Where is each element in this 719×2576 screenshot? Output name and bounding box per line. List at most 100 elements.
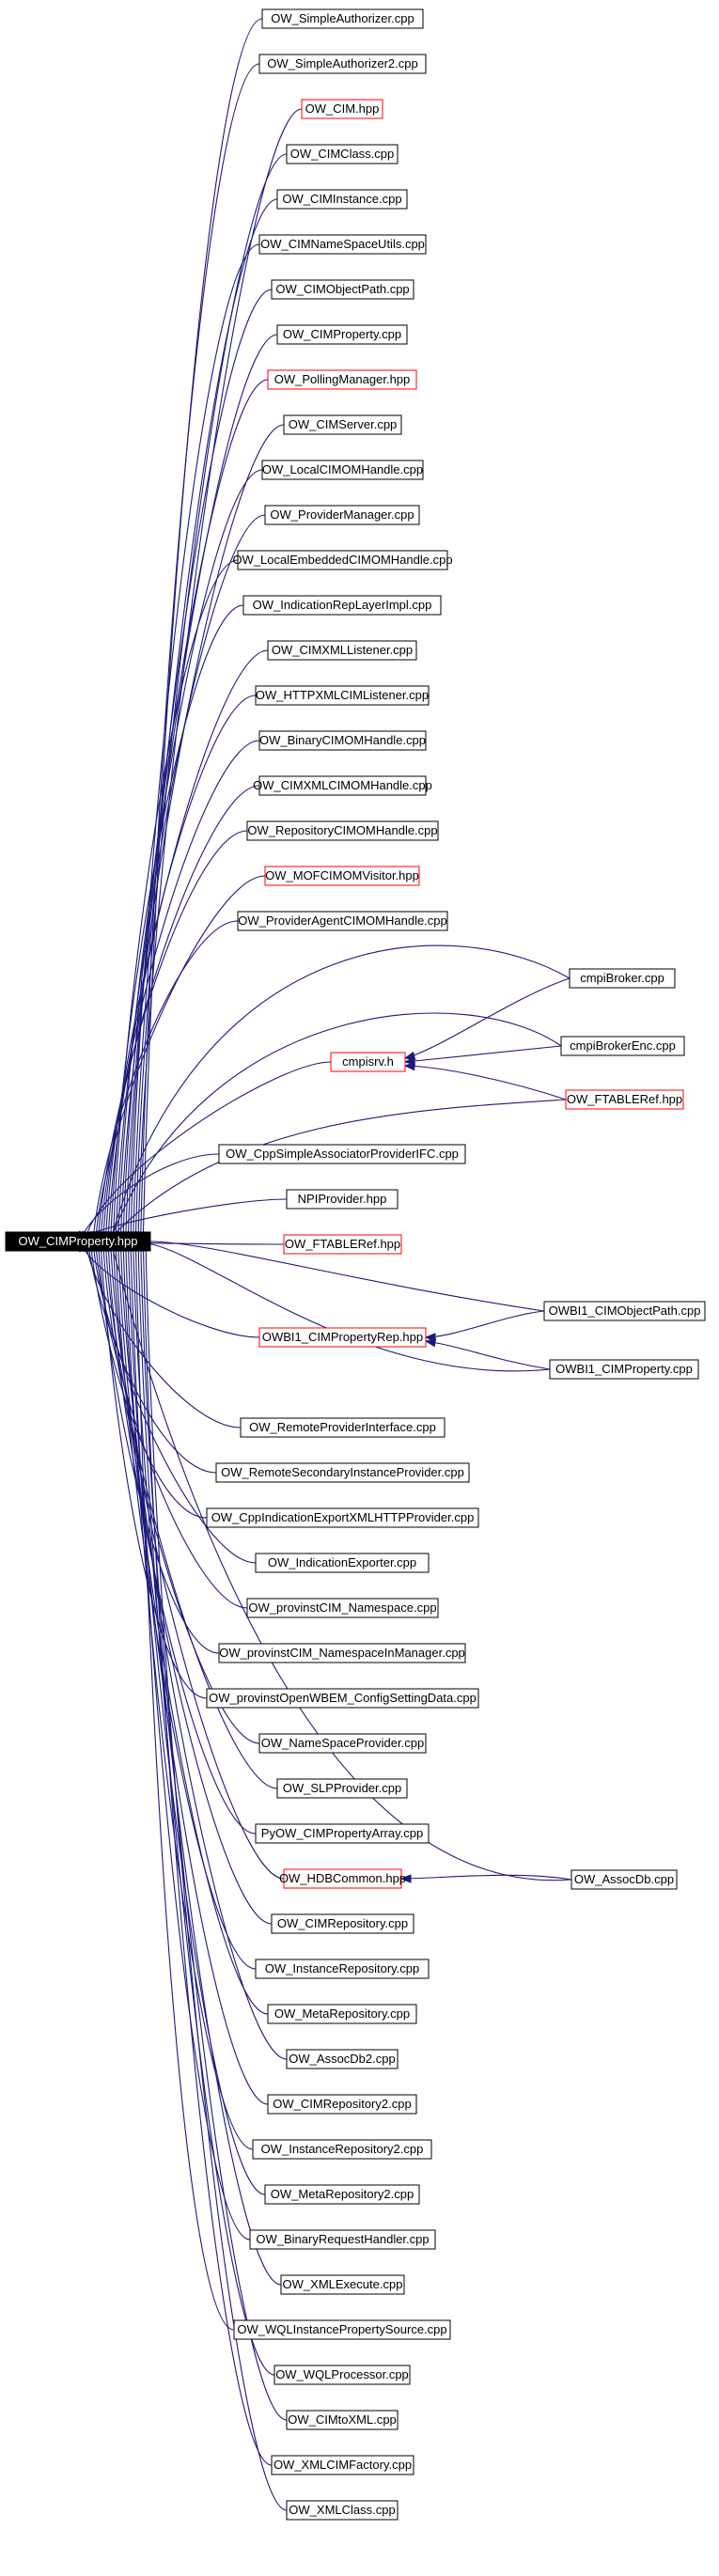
node-label: OW_ProviderManager.cpp xyxy=(270,507,414,522)
node-ow-localcimomhandle-cpp[interactable]: OW_LocalCIMOMHandle.cpp xyxy=(261,460,424,480)
edge-to-root xyxy=(137,1241,275,2376)
node-ow-remoteproviderinterface-cpp[interactable]: OW_RemoteProviderInterface.cpp xyxy=(240,1417,445,1438)
node-label: OWBI1_CIMObjectPath.cpp xyxy=(549,1304,701,1318)
node-label: OW_CIMXMLCIMOMHandle.cpp xyxy=(253,778,432,792)
node-label: OW_CIMObjectPath.cpp xyxy=(275,282,409,296)
node-ow-httpxmlcimlistener-cpp[interactable]: OW_HTTPXMLCIMListener.cpp xyxy=(255,685,430,706)
node-ow-simpleauthorizer-cpp[interactable]: OW_SimpleAuthorizer.cpp xyxy=(261,8,424,29)
edges-layer xyxy=(73,18,572,2511)
node-owbi1-cimobjectpath-cpp[interactable]: OWBI1_CIMObjectPath.cpp xyxy=(543,1301,706,1321)
node-ow-cimxmllistener-cpp[interactable]: OW_CIMXMLListener.cpp xyxy=(267,640,417,661)
node-label: OW_MetaRepository.cpp xyxy=(274,2006,410,2021)
edge-to-root xyxy=(100,785,260,1242)
node-label: OW_BinaryRequestHandler.cpp xyxy=(256,2232,429,2246)
node-label: OW_CIMNameSpaceUtils.cpp xyxy=(260,237,425,251)
node-pyow-cimpropertyarray-cpp[interactable]: PyOW_CIMPropertyArray.cpp xyxy=(255,1823,430,1844)
node-ow-cimnamespaceutils-cpp[interactable]: OW_CIMNameSpaceUtils.cpp xyxy=(258,234,427,255)
node-label: OW_PollingManager.hpp xyxy=(274,372,411,386)
node-box xyxy=(258,234,427,255)
node-ow-wqlinstancepropertysource-cpp[interactable]: OW_WQLInstancePropertySource.cpp xyxy=(233,2319,451,2340)
node-ow-pollingmanager-hpp[interactable]: OW_PollingManager.hpp xyxy=(267,369,417,390)
node-label: OW_ProviderAgentCIMOMHandle.cpp xyxy=(238,913,447,928)
edge-to-root xyxy=(112,1241,273,1925)
node-ow-localembeddedcimomhandle-cpp[interactable]: OW_LocalEmbeddedCIMOMHandle.cpp xyxy=(232,550,453,570)
node-box xyxy=(237,911,448,931)
node-box xyxy=(267,640,417,661)
node-ow-cppindicationexportxmlhttpprovider-cpp[interactable]: OW_CppIndicationExportXMLHTTPProvider.cp… xyxy=(206,1507,479,1528)
node-label: OW_InstanceRepository2.cpp xyxy=(261,2142,424,2156)
node-ow-binarycimomhandle-cpp[interactable]: OW_BinaryCIMOMHandle.cpp xyxy=(258,730,427,751)
node-box xyxy=(258,1327,427,1348)
node-owbi1-cimpropertyrep-hpp[interactable]: OWBI1_CIMPropertyRep.hpp xyxy=(258,1327,427,1348)
node-label: OW_CIMProperty.cpp xyxy=(283,327,401,341)
node-ow-provinstcim-namespaceinmanager-cpp[interactable]: OW_provinstCIM_NamespaceInManager.cpp xyxy=(218,1643,466,1663)
node-ow-assocdb2-cpp[interactable]: OW_AssocDb2.cpp xyxy=(286,2049,399,2069)
node-box xyxy=(255,685,430,706)
node-ow-cimxmlcimomhandle-cpp[interactable]: OW_CIMXMLCIMOMHandle.cpp xyxy=(253,775,432,796)
node-ow-ftableref-hpp[interactable]: OW_FTABLERef.hpp xyxy=(565,1089,684,1110)
node-ow-cimtoxml-cpp[interactable]: OW_CIMtoXML.cpp xyxy=(286,2410,399,2430)
edge-to-root xyxy=(115,1241,257,1970)
edge-to-root xyxy=(140,1241,288,2421)
node-npiprovider-hpp[interactable]: NPIProvider.hpp xyxy=(286,1189,399,1210)
node-ow-namespaceprovider-cpp[interactable]: OW_NameSpaceProvider.cpp xyxy=(258,1733,427,1754)
node-ow-cimrepository-cpp[interactable]: OW_CIMRepository.cpp xyxy=(271,1913,414,1934)
node-ow-ftableref-hpp[interactable]: OW_FTABLERef.hpp xyxy=(283,1234,402,1255)
node-ow-metarepository2-cpp[interactable]: OW_MetaRepository2.cpp xyxy=(264,2184,420,2205)
node-ow-cimserver-cpp[interactable]: OW_CIMServer.cpp xyxy=(283,414,402,435)
node-ow-xmlclass-cpp[interactable]: OW_XMLClass.cpp xyxy=(286,2500,399,2521)
node-ow-metarepository-cpp[interactable]: OW_MetaRepository.cpp xyxy=(267,2004,417,2024)
node-ow-xmlcimfactory-cpp[interactable]: OW_XMLCIMFactory.cpp xyxy=(271,2455,414,2475)
node-ow-instancerepository2-cpp[interactable]: OW_InstanceRepository2.cpp xyxy=(252,2139,432,2160)
node-ow-cimclass-cpp[interactable]: OW_CIMClass.cpp xyxy=(286,144,399,164)
node-ow-remotesecondaryinstanceprovider-cpp[interactable]: OW_RemoteSecondaryInstanceProvider.cpp xyxy=(215,1462,470,1483)
node-ow-instancerepository-cpp[interactable]: OW_InstanceRepository.cpp xyxy=(255,1959,430,1979)
node-box xyxy=(286,2500,399,2521)
node-ow-indicationexporter-cpp[interactable]: OW_IndicationExporter.cpp xyxy=(255,1553,430,1573)
node-ow-slpprovider-cpp[interactable]: OW_SLPProvider.cpp xyxy=(276,1778,408,1799)
node-ow-provideragentcimomhandle-cpp[interactable]: OW_ProviderAgentCIMOMHandle.cpp xyxy=(237,911,448,931)
node-ow-ciminstance-cpp[interactable]: OW_CIMInstance.cpp xyxy=(276,189,408,210)
node-ow-xmlexecute-cpp[interactable]: OW_XMLExecute.cpp xyxy=(280,2274,405,2295)
node-ow-mofcimomvisitor-hpp[interactable]: OW_MOFCIMOMVisitor.hpp xyxy=(264,866,420,886)
node-cmpisrv-h[interactable]: cmpisrv.h xyxy=(330,1052,406,1072)
node-ow-wqlprocessor-cpp[interactable]: OW_WQLProcessor.cpp xyxy=(274,2365,411,2385)
node-ow-binaryrequesthandler-cpp[interactable]: OW_BinaryRequestHandler.cpp xyxy=(249,2229,436,2250)
node-ow-indicationreplayerimpl-cpp[interactable]: OW_IndicationRepLayerImpl.cpp xyxy=(242,595,442,616)
node-ow-cimobjectpath-cpp[interactable]: OW_CIMObjectPath.cpp xyxy=(271,279,414,300)
node-ow-cim-hpp[interactable]: OW_CIM.hpp xyxy=(301,99,383,119)
node-box xyxy=(565,1089,684,1110)
root-node[interactable]: OW_CIMProperty.hpp xyxy=(5,1231,151,1252)
node-box xyxy=(264,866,420,886)
node-label: OW_HTTPXMLCIMListener.cpp xyxy=(256,688,429,702)
edge-to-root xyxy=(133,198,278,1242)
node-box xyxy=(569,968,676,989)
node-cmpibrokerenc-cpp[interactable]: cmpiBrokerEnc.cpp xyxy=(560,1036,685,1056)
node-box xyxy=(237,550,448,570)
node-ow-provinstopenwbem-configsettingdata-cpp[interactable]: OW_provinstOpenWBEM_ConfigSettingData.cp… xyxy=(206,1688,479,1709)
node-box xyxy=(286,144,399,164)
node-box xyxy=(560,1036,685,1056)
node-ow-hdbcommon-hpp[interactable]: OW_HDBCommon.hpp xyxy=(279,1868,406,1889)
arrowhead xyxy=(424,1338,437,1348)
node-ow-providermanager-cpp[interactable]: OW_ProviderManager.cpp xyxy=(264,505,420,525)
node-ow-cppsimpleassociatorproviderifc-cpp[interactable]: OW_CppSimpleAssociatorProviderIFC.cpp xyxy=(218,1144,466,1164)
node-ow-repositorycimomhandle-cpp[interactable]: OW_RepositoryCIMOMHandle.cpp xyxy=(246,820,439,841)
node-label: OW_SimpleAuthorizer2.cpp xyxy=(267,56,417,70)
node-cmpibroker-cpp[interactable]: cmpiBroker.cpp xyxy=(569,968,676,989)
edge-to-root xyxy=(85,1061,332,1242)
node-label: OW_IndicationRepLayerImpl.cpp xyxy=(253,598,432,612)
node-label: OW_XMLCIMFactory.cpp xyxy=(274,2458,412,2472)
node-ow-provinstcim-namespace-cpp[interactable]: OW_provinstCIM_Namespace.cpp xyxy=(246,1598,439,1618)
node-ow-simpleauthorizer2-cpp[interactable]: OW_SimpleAuthorizer2.cpp xyxy=(258,54,427,74)
node-ow-cimproperty-cpp[interactable]: OW_CIMProperty.cpp xyxy=(276,324,408,345)
node-box xyxy=(261,460,424,480)
node-ow-assocdb-cpp[interactable]: OW_AssocDb.cpp xyxy=(571,1869,678,1890)
node-label: OW_CIM.hpp xyxy=(305,101,380,116)
node-ow-cimrepository2-cpp[interactable]: OW_CIMRepository2.cpp xyxy=(267,2094,417,2115)
node-box xyxy=(258,730,427,751)
node-owbi1-cimproperty-cpp[interactable]: OWBI1_CIMProperty.cpp xyxy=(549,1359,699,1380)
node-box xyxy=(258,775,427,796)
node-box xyxy=(276,1778,408,1799)
edge-to-root xyxy=(127,1241,266,2195)
